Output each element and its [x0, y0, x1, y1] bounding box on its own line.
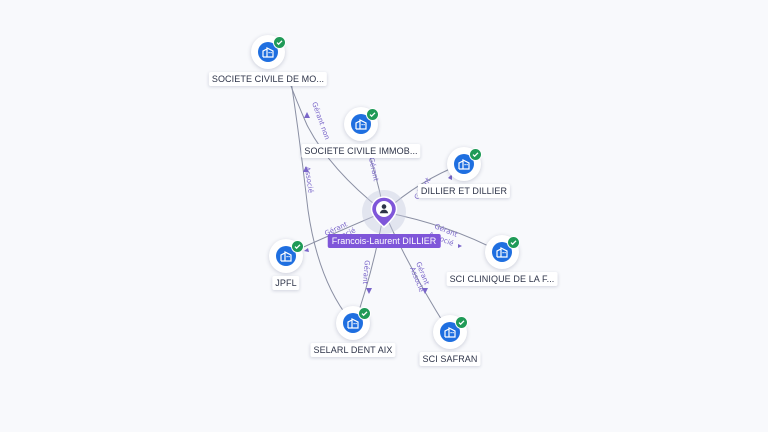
- company-icon: [454, 154, 474, 174]
- edge-label: Gérant: [367, 157, 380, 182]
- edge-arrow: [366, 288, 372, 294]
- edge-arrow: [458, 244, 462, 248]
- edge-arrow: [304, 112, 310, 118]
- edge-societe-civile-mo-associe: [289, 73, 351, 321]
- edge-arrow: [303, 166, 309, 172]
- node-label[interactable]: SOCIETE CIVILE IMMOB...: [301, 144, 421, 158]
- edge-label: Associé: [303, 166, 315, 193]
- center-person-label[interactable]: Francois-Laurent DILLIER: [327, 234, 441, 248]
- verified-check-icon: [358, 307, 371, 320]
- verified-check-icon: [469, 148, 482, 161]
- node-label[interactable]: DILLIER ET DILLIER: [417, 184, 511, 198]
- edge-societe-civile-mo: [287, 77, 385, 213]
- node-label[interactable]: SOCIETE CIVILE DE MO...: [208, 72, 328, 86]
- company-icon: [258, 42, 278, 62]
- company-icon: [440, 322, 460, 342]
- person-pin-icon: [370, 196, 398, 228]
- company-icon: [276, 246, 296, 266]
- edge-label: Gérant non: [310, 101, 331, 141]
- node-label[interactable]: SCI SAFRAN: [419, 352, 481, 366]
- edge-sci-safran: [383, 211, 449, 331]
- verified-check-icon: [273, 36, 286, 49]
- node-label[interactable]: SELARL DENT AIX: [310, 343, 396, 357]
- verified-check-icon: [291, 240, 304, 253]
- verified-check-icon: [455, 316, 468, 329]
- verified-check-icon: [366, 108, 379, 121]
- company-icon: [492, 242, 512, 262]
- verified-check-icon: [507, 236, 520, 249]
- company-icon: [343, 313, 363, 333]
- edge-label: Gérant: [361, 260, 371, 285]
- edge-arrow: [304, 248, 309, 252]
- edge-arrow: [422, 288, 428, 294]
- company-icon: [351, 114, 371, 134]
- node-label[interactable]: JPFL: [272, 276, 300, 290]
- node-label[interactable]: SCI CLINIQUE DE LA F...: [446, 272, 558, 286]
